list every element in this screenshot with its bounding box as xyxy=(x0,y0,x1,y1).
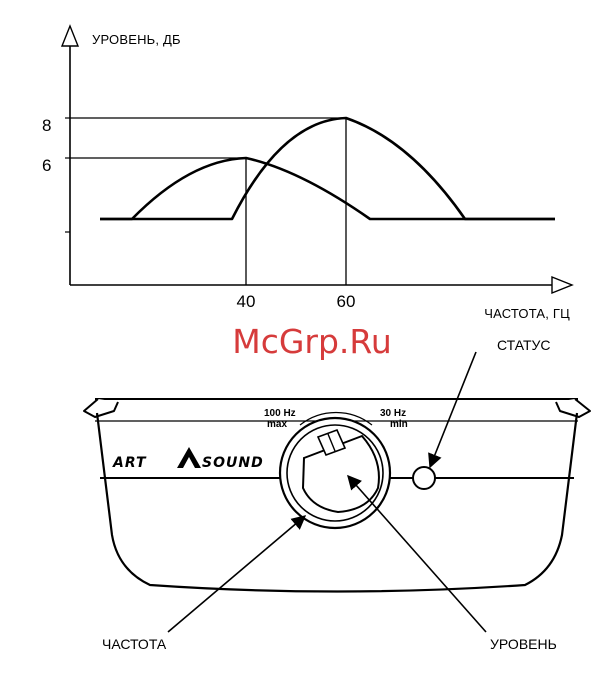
response-curve-40hz xyxy=(100,158,555,219)
knob-label-100hz: 100 Hz xyxy=(264,408,296,419)
brand-text-left: ART xyxy=(112,455,147,471)
knob-label-30hz: 30 Hz xyxy=(380,408,406,419)
x-axis-label: ЧАСТОТА, ГЦ xyxy=(484,306,570,321)
level-pointer xyxy=(348,476,486,632)
level-callout-label: УРОВЕНЬ xyxy=(490,636,557,652)
y-axis-arrow xyxy=(62,26,78,46)
brand-text-right: SOUND xyxy=(202,455,264,471)
status-led xyxy=(413,467,435,489)
knob-label-min: min xyxy=(390,419,408,430)
left-mount-lug xyxy=(84,399,118,417)
status-callout-label: СТАТУС xyxy=(497,337,551,353)
x-tick-label-40: 40 xyxy=(237,292,256,311)
artsound-logo: ART SOUND xyxy=(112,447,264,471)
brand-triangle-icon xyxy=(177,447,201,468)
response-graph: УРОВЕНЬ, ДБ 8 6 40 60 ЧАСТОТА, ГЦ xyxy=(42,26,572,321)
y-tick-label-8: 8 xyxy=(42,116,51,135)
right-mount-lug xyxy=(556,399,590,417)
status-pointer xyxy=(430,352,476,467)
knob-label-max: max xyxy=(267,419,287,430)
y-axis-label: УРОВЕНЬ, ДБ xyxy=(92,32,181,47)
frequency-level-knob[interactable] xyxy=(280,412,390,528)
response-curve-60hz xyxy=(100,118,555,219)
frequency-callout-label: ЧАСТОТА xyxy=(102,636,167,652)
x-axis-arrow xyxy=(552,277,572,293)
x-tick-label-60: 60 xyxy=(337,292,356,311)
frequency-pointer xyxy=(168,516,305,632)
watermark: McGrp.Ru xyxy=(232,322,392,361)
y-tick-label-6: 6 xyxy=(42,156,51,175)
